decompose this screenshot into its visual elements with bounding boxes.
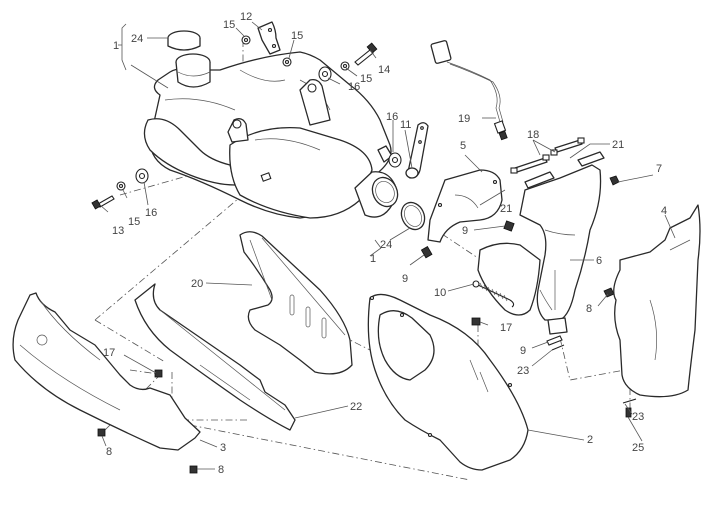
bracket-12[interactable] [257,21,281,55]
callout-4: 4 [661,205,667,217]
nut-9 [546,335,563,346]
gaskets-18[interactable] [510,137,585,174]
callout-16: 16 [348,81,360,93]
callout-17: 17 [103,347,115,359]
callout-9: 9 [520,345,526,357]
callout-14: 14 [378,64,390,76]
callout-21: 21 [500,203,512,215]
hardware [91,35,402,210]
silencer-cover-2[interactable] [367,293,529,471]
clamp-ring-top[interactable] [167,30,201,51]
leader-lines [99,21,676,470]
callout-23: 23 [517,365,529,377]
callout-25: 25 [632,442,644,454]
callout-21: 21 [612,139,624,151]
callout-5: 5 [460,140,466,152]
callout-19: 19 [458,113,470,125]
callout-1: 1 [113,40,119,52]
washer-23 [551,344,565,351]
lambda-sensor-19[interactable] [430,40,508,141]
callout-13: 13 [112,225,124,237]
callout-9: 9 [462,225,468,237]
heat-shield-4[interactable] [613,204,701,398]
lower-guard-22[interactable] [134,283,296,431]
callout-24: 24 [131,33,143,45]
screw-8 [189,465,198,474]
screw-8 [97,428,106,437]
callout-11: 11 [400,119,411,131]
belly-pan-3[interactable] [12,292,201,451]
small-fasteners [97,175,637,474]
callout-17: 17 [500,322,512,334]
callout-8: 8 [586,303,592,315]
callout-10: 10 [434,287,446,299]
callout-15: 15 [291,30,303,42]
heat-shield-5[interactable] [427,169,503,243]
heat-guard-20[interactable] [239,231,353,375]
callout-labels: 1 24 15 12 15 14 15 16 19 16 11 5 18 21 … [103,11,667,476]
callout-15: 15 [128,216,140,228]
callout-9: 9 [402,273,408,285]
callout-6: 6 [596,255,602,267]
callout-8: 8 [106,446,112,458]
callout-3: 3 [220,442,226,454]
callout-2: 2 [587,434,593,446]
callout-16: 16 [386,111,398,123]
callout-18: 18 [527,129,539,141]
nut-7 [609,175,620,186]
callout-15: 15 [223,19,235,31]
mounting-ear [299,78,331,126]
nut-9 [420,245,433,259]
callout-22: 22 [350,401,362,413]
callout-15: 15 [360,73,372,85]
callout-24: 24 [380,239,392,251]
bolt-14 [354,49,374,66]
header-pipes-6[interactable] [477,151,605,335]
callout-20: 20 [191,278,203,290]
callout-7: 7 [656,163,662,175]
screw-8 [603,287,615,298]
clip-17 [471,317,481,326]
callout-16: 16 [145,207,157,219]
callout-8: 8 [218,464,224,476]
nut-9 [503,220,515,232]
silencer-body[interactable] [143,51,402,219]
washer-23 [622,398,637,404]
callout-23: 23 [632,411,644,423]
callout-1: 1 [370,253,376,265]
clamp-ring-outlet[interactable] [397,199,429,234]
callout-12: 12 [240,11,252,23]
strap-11[interactable] [405,122,429,179]
clip-17 [154,369,163,378]
